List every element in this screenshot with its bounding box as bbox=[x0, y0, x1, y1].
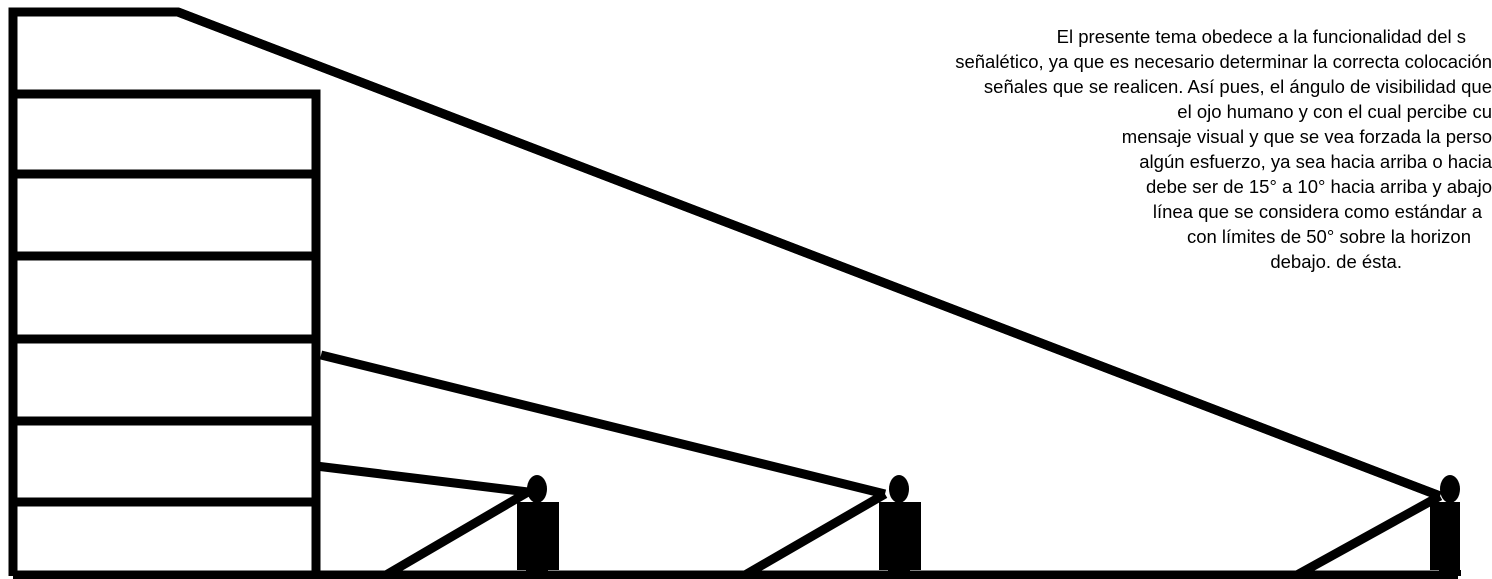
paragraph-line: señalético, ya que es necesario determin… bbox=[955, 51, 1492, 72]
person-icon bbox=[1430, 475, 1461, 576]
building-lower-block bbox=[13, 89, 321, 576]
person-icon bbox=[517, 475, 559, 576]
paragraph-line: el ojo humano y con el cual percibe cu bbox=[1177, 101, 1492, 122]
paragraph-line: línea que se considera como estándar a bbox=[1152, 201, 1482, 222]
paragraph-line: con límites de 50° sobre la horizon bbox=[1186, 226, 1471, 247]
sight-line-middle bbox=[319, 350, 887, 499]
visibility-diagram bbox=[8, 7, 1461, 579]
person-icon bbox=[879, 475, 921, 576]
ground-sight-line-2 bbox=[742, 490, 888, 579]
description-paragraph: El presente tema obedece a la funcionali… bbox=[767, 24, 1492, 274]
sight-line-low bbox=[315, 461, 529, 497]
paragraph-line: algún esfuerzo, ya sea hacia arriba o ha… bbox=[1139, 151, 1492, 172]
paragraph-line: debajo. de ésta. bbox=[1270, 251, 1402, 272]
paragraph-line: mensaje visual y que se vea forzada la p… bbox=[1121, 126, 1492, 147]
sight-line-top bbox=[176, 7, 1442, 501]
paragraph-line: señales que se realicen. Así pues, el án… bbox=[983, 76, 1492, 97]
ground-sight-line-1 bbox=[383, 488, 531, 579]
paragraph-line: debe ser de 15° a 10° hacia arriba y aba… bbox=[1146, 176, 1492, 197]
ground-sight-line-3 bbox=[1294, 492, 1443, 579]
paragraph-line: El presente tema obedece a la funcionali… bbox=[1056, 26, 1466, 47]
